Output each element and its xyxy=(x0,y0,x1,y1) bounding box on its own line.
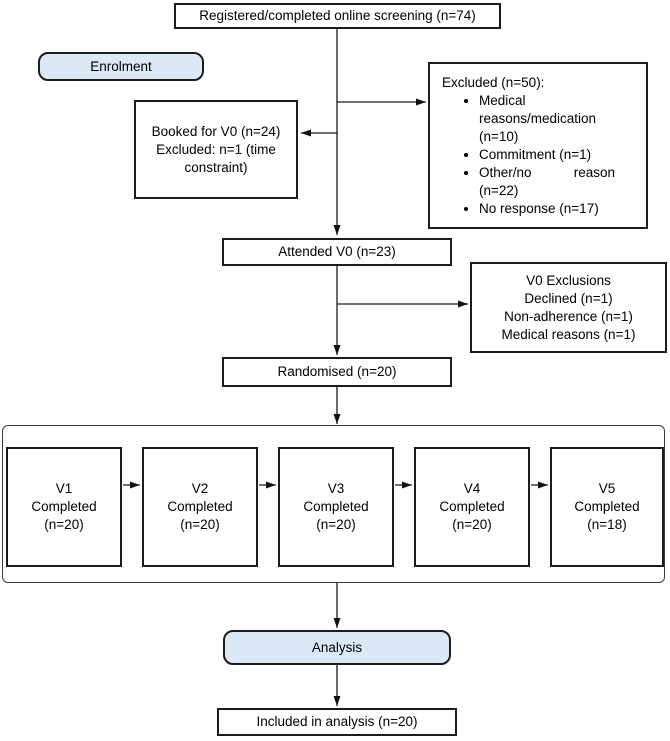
excluded-box: Excluded (n=50): Medical reasons/medicat… xyxy=(428,62,648,229)
attended-v0-label: Attended V0 (n=23) xyxy=(278,244,396,259)
enrolment-stage-pill: Enrolment xyxy=(38,52,204,81)
visit-v4-box: V4 Completed (n=20) xyxy=(414,447,530,567)
visits-group-container xyxy=(2,425,665,583)
v0-exclusion-line: Non-adherence (n=1) xyxy=(504,308,633,324)
visit-id: V1 xyxy=(55,481,73,496)
analysis-stage-label: Analysis xyxy=(311,639,363,655)
visit-v1-box: V1 Completed (n=20) xyxy=(6,447,122,567)
visit-v3-box: V3 Completed (n=20) xyxy=(278,447,394,567)
visit-id: V3 xyxy=(327,481,345,496)
visit-status: Completed xyxy=(303,499,369,514)
excluded-title: Excluded (n=50): xyxy=(442,75,545,90)
visit-count: (n=20) xyxy=(180,517,220,532)
visit-status: Completed xyxy=(574,499,640,514)
excluded-reason-item: Commitment (n=1) xyxy=(479,146,615,164)
visit-id: V4 xyxy=(463,481,481,496)
v0-exclusions-box: V0 Exclusions Declined (n=1) Non-adheren… xyxy=(470,262,667,353)
visit-id: V2 xyxy=(191,481,209,496)
visit-count: (n=18) xyxy=(587,517,627,532)
v0-exclusions-title: V0 Exclusions xyxy=(526,272,611,288)
enrolment-stage-label: Enrolment xyxy=(90,58,152,74)
visit-count: (n=20) xyxy=(44,517,84,532)
visit-v2-box: V2 Completed (n=20) xyxy=(142,447,258,567)
analysis-stage-pill: Analysis xyxy=(223,630,451,665)
randomised-box: Randomised (n=20) xyxy=(222,357,452,387)
v0-exclusion-line: Declined (n=1) xyxy=(524,290,613,306)
booked-v0-excluded-line: Excluded: n=1 (time constraint) xyxy=(156,141,276,175)
included-in-analysis-label: Included in analysis (n=20) xyxy=(256,714,418,729)
registered-screening-box: Registered/completed online screening (n… xyxy=(174,3,501,29)
excluded-reason-item: No response (n=17) xyxy=(479,200,615,218)
visit-v5-box: V5 Completed (n=18) xyxy=(550,447,664,567)
randomised-label: Randomised (n=20) xyxy=(277,364,397,379)
booked-v0-box: Booked for V0 (n=24) Excluded: n=1 (time… xyxy=(134,100,298,199)
attended-v0-box: Attended V0 (n=23) xyxy=(222,238,452,266)
visit-status: Completed xyxy=(167,499,233,514)
excluded-reason-item: Other/no reason (n=22) xyxy=(479,164,615,200)
excluded-reasons-list: Medical reasons/medication (n=10) Commit… xyxy=(442,92,623,218)
visit-status: Completed xyxy=(439,499,505,514)
v0-exclusion-line: Medical reasons (n=1) xyxy=(501,326,636,342)
visit-status: Completed xyxy=(31,499,97,514)
registered-screening-label: Registered/completed online screening (n… xyxy=(199,8,476,23)
visit-count: (n=20) xyxy=(452,517,492,532)
booked-v0-line: Booked for V0 (n=24) xyxy=(151,123,281,139)
included-in-analysis-box: Included in analysis (n=20) xyxy=(217,708,457,736)
visit-count: (n=20) xyxy=(316,517,356,532)
visit-id: V5 xyxy=(598,481,616,496)
excluded-reason-item: Medical reasons/medication (n=10) xyxy=(479,92,615,146)
